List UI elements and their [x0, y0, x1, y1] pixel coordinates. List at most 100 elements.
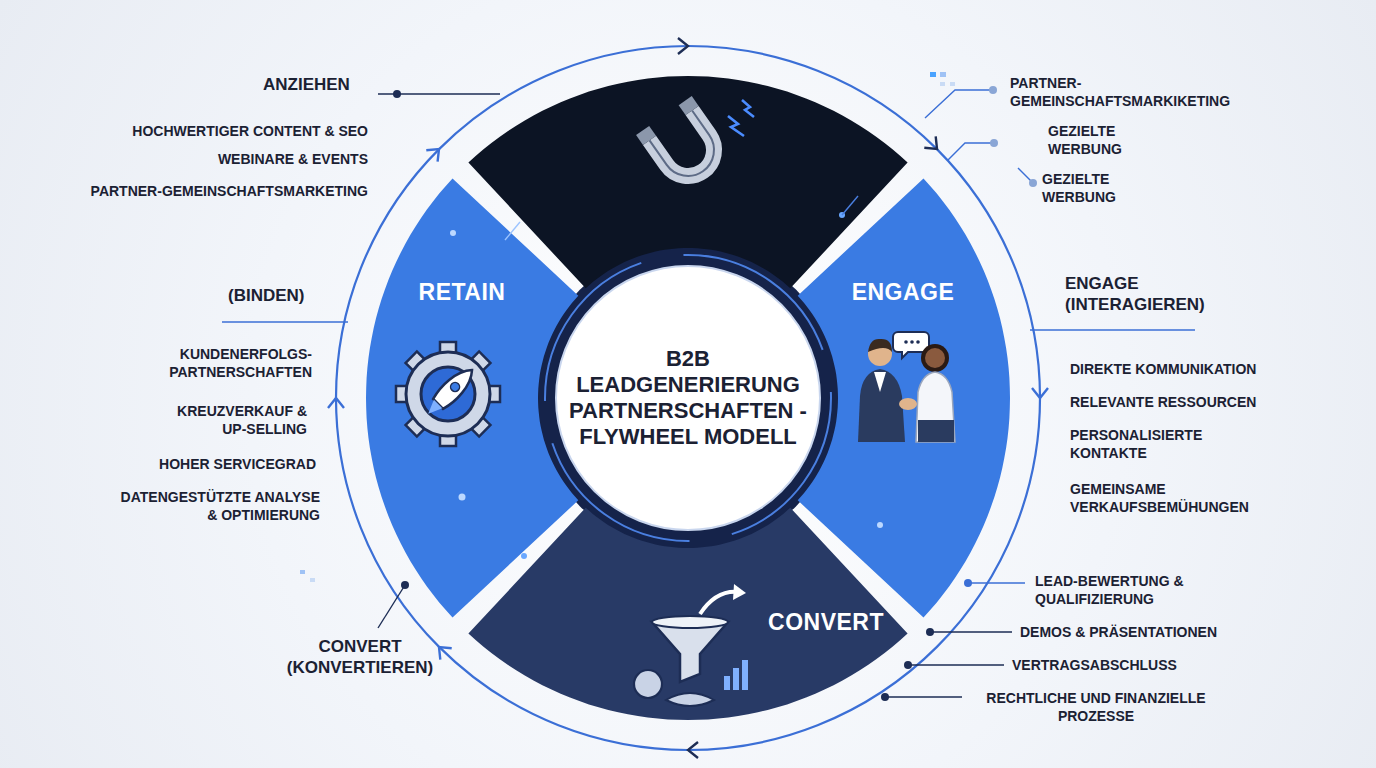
center-circle: B2B LEADGENERIERUNG PARTNERSCHAFTEN - FL… — [555, 265, 821, 531]
hub-band — [535, 245, 841, 551]
man-head — [868, 342, 892, 366]
leader-line — [222, 321, 348, 323]
glow-dot — [521, 553, 527, 559]
annotation-text: ENGAGE (INTERAGIEREN) — [1065, 273, 1240, 315]
funnel-icon — [634, 584, 748, 706]
gear-hub — [421, 367, 475, 421]
leader-line — [885, 696, 962, 697]
woman-blouse — [916, 372, 955, 442]
annotation-text: DIREKTE KOMMUNIKATION — [1070, 360, 1330, 378]
leader-dot — [1029, 179, 1037, 187]
annotation-text: KUNDENERFOLGS- PARTNERSCHAFTEN — [137, 345, 312, 381]
leader-dot — [393, 90, 401, 98]
woman-head — [925, 348, 945, 368]
annotation-text: KREUZVERKAUF & UP-SELLING — [157, 402, 307, 438]
annotation-text: ANZIEHEN — [263, 76, 403, 94]
decor-pixel — [950, 82, 955, 86]
glow-dot — [877, 522, 883, 528]
glow-dot — [450, 230, 456, 236]
woman-skirt — [918, 420, 954, 442]
gear-icon — [396, 342, 500, 446]
gear-tooth — [440, 432, 456, 446]
cycle-arrowhead — [924, 136, 937, 149]
magnet-body — [649, 111, 724, 187]
conversion-arrow — [700, 592, 738, 614]
leader-line — [925, 90, 993, 118]
rocket-body — [431, 363, 478, 410]
decor-pixel — [940, 72, 946, 77]
woman-hair — [921, 344, 949, 372]
cycle-arrowhead — [1032, 388, 1048, 398]
bubble-dot — [904, 340, 908, 344]
rocket-icon — [422, 363, 479, 420]
funnel-body — [652, 622, 728, 682]
cycle-arrowhead — [328, 398, 344, 408]
gear-tooth — [486, 386, 500, 402]
decor-pixel — [310, 578, 315, 582]
annotation-text: LEAD-BEWERTUNG & QUALIFIZIERUNG — [1035, 572, 1225, 608]
decor-pixel — [940, 82, 945, 86]
leader-line — [378, 585, 405, 628]
annotation-text: PARTNER- GEMEINSCHAFTSMARKIKETING — [1010, 74, 1280, 110]
leader-dot — [926, 628, 934, 636]
annotation-text: GEZIELTE WERBUNG — [1048, 122, 1148, 158]
handshake-symbol — [666, 693, 714, 706]
chart-bar — [733, 668, 739, 690]
leader-line — [1030, 329, 1195, 331]
man-hair — [868, 339, 892, 352]
center-title: B2B LEADGENERIERUNG PARTNERSCHAFTEN - FL… — [563, 346, 813, 450]
conversion-arrowhead — [733, 584, 746, 600]
segment-label: CONVERT — [768, 609, 884, 636]
gear-body — [406, 352, 490, 436]
leader-line — [968, 582, 1025, 583]
leader-dot — [964, 579, 972, 587]
annotation-text: DATENGESTÜTZTE ANALYSE & OPTIMIERUNG — [111, 488, 320, 524]
segment-label: RETAIN — [419, 279, 506, 306]
spark-icon — [728, 116, 744, 136]
annotation-text: GEZIELTE WERBUNG — [1042, 170, 1142, 206]
leader-line — [948, 143, 994, 160]
chart-bar — [742, 660, 748, 690]
annotation-text: (BINDEN) — [228, 287, 348, 305]
leader-dot — [989, 86, 997, 94]
bubble-dot — [910, 340, 914, 344]
gear-tooth — [406, 415, 427, 436]
man-shirt — [874, 372, 886, 392]
segment-outline — [468, 508, 907, 720]
leader-dot — [990, 139, 998, 147]
outer-cycle-ring — [336, 46, 1040, 750]
flywheel-segment: CONVERT — [468, 507, 908, 720]
circle-outline — [556, 266, 820, 530]
annotation-text: GEMEINSAME VERKAUFSBEMÜHUNGEN — [1070, 480, 1300, 516]
annotation-text: VERTRAGSABSCHLUSS — [1012, 656, 1232, 674]
annotation-text: PERSONALISIERTE KONTAKTE — [1070, 426, 1240, 462]
money-bag — [634, 670, 662, 698]
gear-tooth — [406, 352, 427, 373]
leader-dot — [904, 661, 912, 669]
circuit-line — [505, 222, 520, 240]
leader-dot — [881, 693, 889, 701]
annotation-text: WEBINARE & EVENTS — [68, 150, 368, 168]
leader-line — [930, 631, 1012, 632]
partners-icon — [858, 332, 955, 442]
chart-bar — [724, 676, 730, 690]
rocket-flame — [424, 400, 442, 418]
bubble-dot — [916, 340, 920, 344]
annotation-text: RELEVANTE RESSOURCEN — [1070, 393, 1330, 411]
magnet-tip — [679, 96, 699, 115]
annotation-text: CONVERT (KONVERTIEREN) — [275, 636, 445, 678]
rocket-window — [449, 381, 462, 394]
magnet-outline — [649, 111, 724, 187]
cycle-arrowhead — [426, 149, 439, 162]
annotation-text: DEMOS & PRÄSENTATIONEN — [1020, 623, 1280, 641]
speech-bubble — [893, 332, 929, 358]
gear-tooth — [396, 386, 410, 402]
decor-pixel — [300, 570, 305, 574]
gear-tooth — [469, 415, 490, 436]
annotation-text: RECHTLICHE UND FINANZIELLE PROZESSE — [976, 689, 1216, 725]
magnet-icon — [636, 96, 731, 191]
annotation-text: PARTNER-GEMEINSCHAFTSMARKETING — [28, 182, 368, 200]
segment-label: ENGAGE — [852, 279, 955, 306]
handshake — [899, 398, 917, 410]
